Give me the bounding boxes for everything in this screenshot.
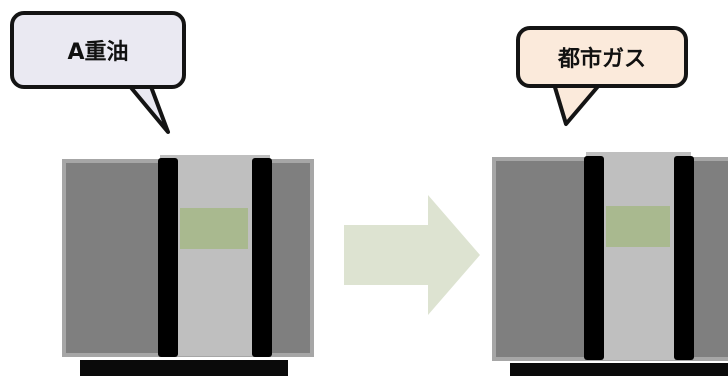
before-boiler-strip-left: [158, 158, 178, 357]
before-boiler-base: [80, 360, 288, 376]
before-label-bubble: A重油: [10, 11, 186, 89]
transition-arrow: [344, 195, 480, 315]
before-bubble-tail: [126, 80, 170, 134]
after-label-bubble: 都市ガス: [516, 26, 688, 88]
before-label-text: A重油: [67, 40, 129, 65]
after-boiler-base: [510, 363, 728, 376]
before-boiler-strip-right: [252, 158, 272, 357]
before-boiler-panel: [180, 208, 248, 249]
after-boiler-strip-left: [584, 156, 604, 360]
after-boiler-strip-right: [674, 156, 694, 360]
after-boiler-panel: [606, 206, 670, 247]
after-label-text: 都市ガス: [557, 47, 646, 72]
before-boiler-core: [160, 155, 270, 356]
